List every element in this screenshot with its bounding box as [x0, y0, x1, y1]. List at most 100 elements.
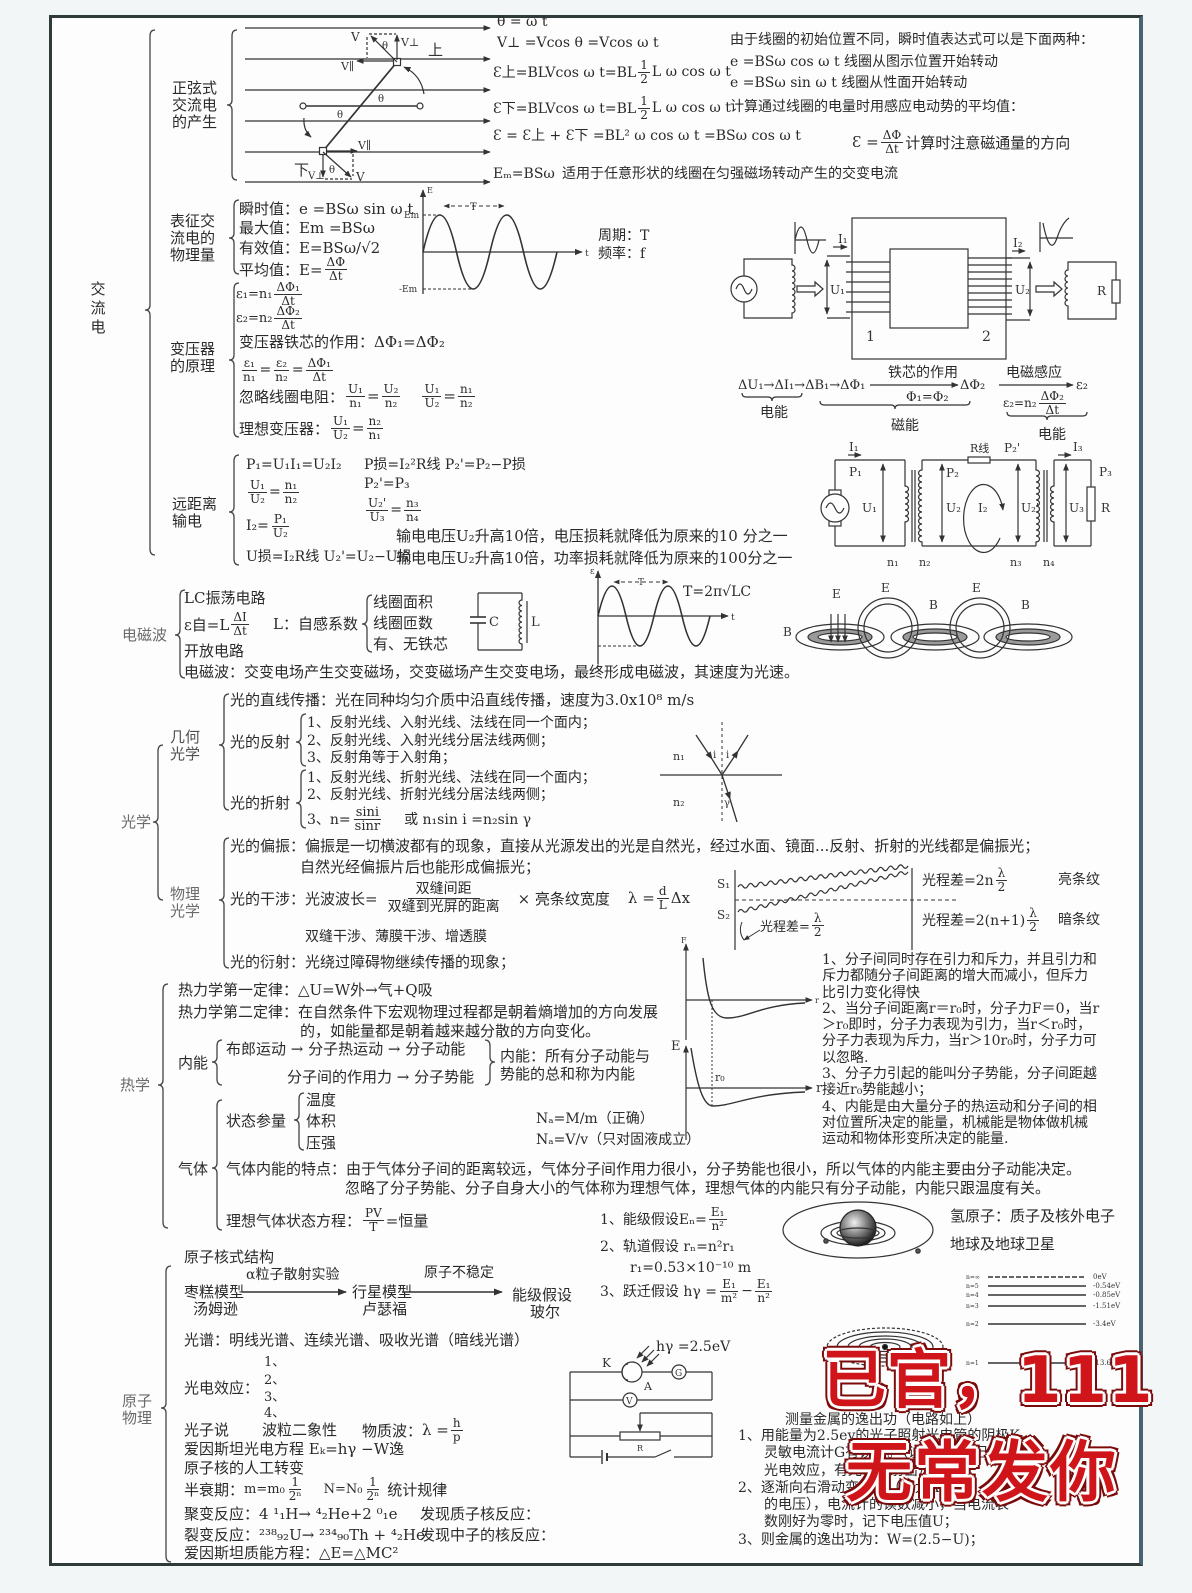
denominator: n₁ [368, 427, 382, 442]
refraction-rule: 1、反射光线、折射光线、法线在同一个面内； [307, 770, 596, 786]
numerator: sini [353, 804, 382, 820]
numerator: n₃ [403, 495, 421, 511]
internal-energy-definition: 势能的总和称为内能 [500, 1065, 636, 1083]
model-transition-label: 原子不稳定 [424, 1265, 494, 1281]
lc-period-formula: T=2π√LC [683, 584, 752, 600]
note-line: 比引力变化得快 [822, 984, 920, 1001]
denominator: Δt [312, 369, 326, 384]
note-line: 运动和物体形变所决定的能量. [822, 1131, 1009, 1148]
atom-model-person: 玻尔 [530, 1303, 561, 1321]
denominator: n₄ [405, 509, 419, 524]
denominator: 2ⁿ [288, 1488, 302, 1503]
numerator: U₁ [346, 381, 365, 397]
minus-sign: − [741, 1283, 753, 1299]
denominator: U₃ [369, 509, 385, 524]
refraction-label: 光的折射 [230, 794, 291, 812]
equation-text: Ɛ上=BLVcos ω t=BL [493, 65, 637, 81]
step-line: 光电效应，有光电子射出） [764, 1462, 932, 1479]
note-line: 对位置所决定的能量，机械能是物体做机械 [822, 1114, 1088, 1131]
electric-energy-label: 电能 [760, 405, 788, 421]
denominator: 2 [997, 879, 1006, 894]
power-balance-equation: P₂'=P₃ [364, 476, 410, 492]
internal-energy-label: 内能 [178, 1054, 209, 1072]
internal-energy-definition: 内能：所有分子动能与 [500, 1047, 651, 1065]
subsection-label-transmission: 远距离 输电 [172, 496, 217, 530]
photoelectric-item: 1、 [264, 1355, 286, 1370]
denominator: 双缝到光屏的距离 [387, 898, 500, 915]
denominator: n² [711, 1218, 724, 1233]
potential-energy-chain: 分子间的作用力 → 分子势能 [287, 1068, 475, 1086]
denominator: m² [720, 1290, 738, 1305]
numerator: E₁ [754, 1276, 773, 1292]
title-char: 电 [90, 318, 106, 336]
numerator: λ [811, 910, 824, 926]
photon-theory: 光子说 [184, 1421, 230, 1439]
title-char: 流 [90, 299, 106, 317]
einstein-photoelectric-equation: 爱因斯坦光电方程 Eₖ=hγ −W逸 [184, 1440, 405, 1458]
state-param: 压强 [306, 1134, 337, 1152]
frequency-label: 频率：f [598, 246, 646, 262]
subsection-label-quantities: 表征交 流电的 物理量 [170, 213, 215, 264]
em-wave-summary: 电磁波：交变电场产生交变磁场，交变磁场产生交变电场，最终形成电磁波，其速度为光速… [184, 663, 800, 681]
second-law: 热力学第二定律：在自然条件下宏观物理过程都是朝着熵增加的方向发展 [178, 1003, 659, 1021]
equation-label: 光的干涉：光波波长= [230, 889, 378, 908]
denominator: Δt [1045, 402, 1060, 417]
numerator: PV [363, 1205, 384, 1221]
refraction-rule: 2、反射光线、折射光线分居法线两侧； [307, 787, 554, 803]
fraction: 双缝间距双缝到光屏的距离 [380, 881, 508, 916]
label-line: 物理量 [170, 246, 216, 264]
nuclear-structure-label: 原子核式结构 [184, 1248, 275, 1266]
equation-text: 平均值：E= [239, 260, 323, 279]
atom-model-person: 卢瑟福 [362, 1300, 408, 1318]
denominator: 2 [640, 71, 648, 86]
open-circuit-label: 开放电路 [184, 642, 245, 660]
numerator: λ [995, 865, 1008, 881]
denominator: 2 [813, 924, 822, 939]
denominator: Δt [281, 293, 295, 308]
step-line: 数刚好为零时，记下电压值U； [764, 1514, 958, 1531]
polarization-text: 光的偏振：偏振是一切横波都有的现象，直接从光源发出的光是自然光，经过水面、镜面.… [230, 837, 1040, 855]
denominator: sinr [354, 818, 381, 834]
label-line: 原子 [122, 1392, 153, 1410]
magnetic-energy-label: 磁能 [891, 418, 919, 434]
equation-label: 半衰期： [184, 1480, 245, 1499]
note-line: ＞r₀即时，分子力表现为引力，当r＜r₀时， [822, 1017, 1092, 1034]
equation-text: Ɛ = [852, 133, 879, 151]
bohr-orbit-postulate: 2、轨道假设 rₙ=n²r₁ [600, 1239, 735, 1255]
interference-types: 双缝干涉、薄膜干涉、增透膜 [305, 929, 487, 945]
electric-energy-label: 电能 [1038, 427, 1066, 443]
equation-text: 3、n= [307, 812, 351, 828]
photoelectric-item: 3、 [264, 1390, 286, 1405]
fraction: U₂'U₃ [366, 496, 389, 524]
emf-total-equation: Ɛ = Ɛ上 + Ɛ下 =BL² ω cos ω t =BSω cos ω t [493, 128, 801, 144]
numerator: E₁ [708, 1204, 727, 1220]
denominator: n₁ [349, 395, 362, 410]
photoelectric-item: 2、 [264, 1373, 286, 1388]
polarization-text-2: 自然光经偏振片后也能形成偏振光； [300, 858, 541, 876]
induction-label: 电磁感应 [1006, 365, 1062, 381]
equation-text: L ω cos ω t [651, 64, 731, 80]
